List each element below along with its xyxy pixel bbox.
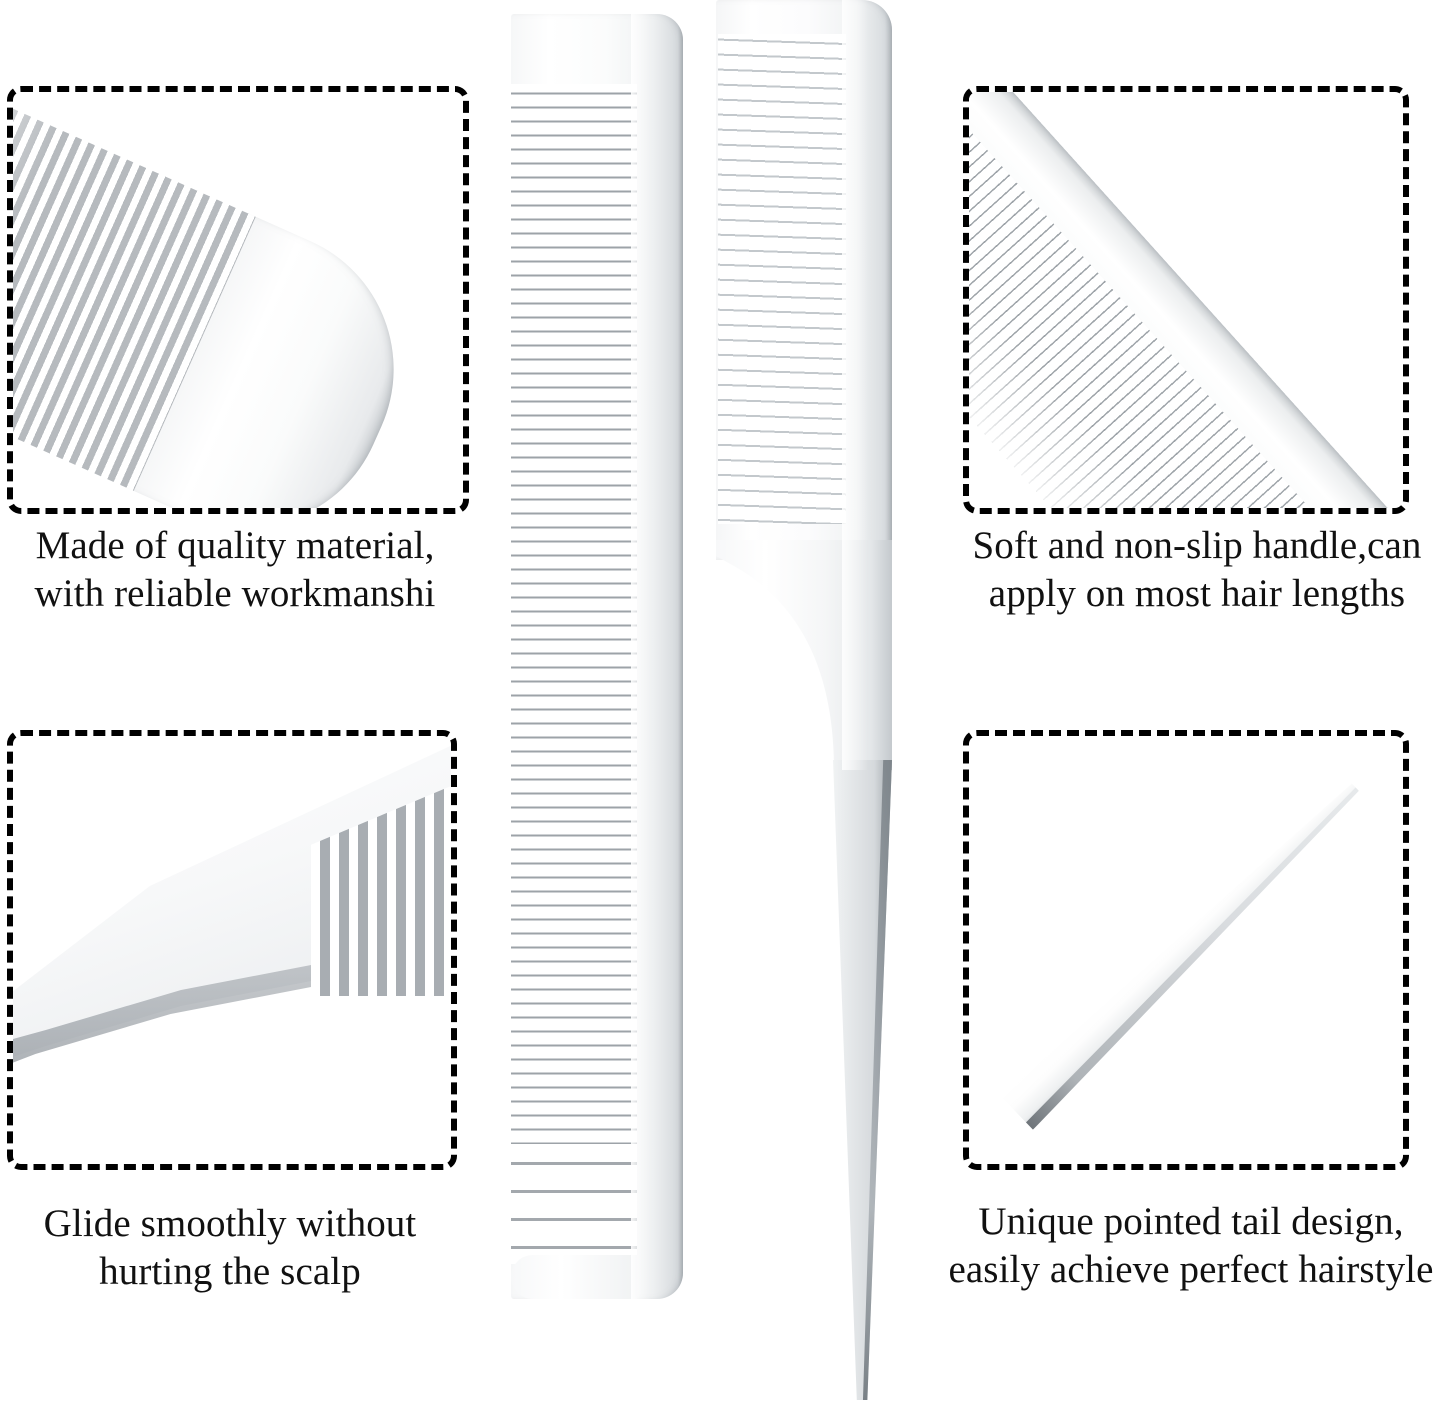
caption-bottom-left: Glide smoothly without hurting the scalp [0, 1200, 460, 1295]
caption-line: easily achieve perfect hairstyle [948, 1247, 1434, 1291]
caption-line: Made of quality material, [35, 524, 435, 567]
detail-panel-top-left [7, 86, 469, 514]
comb-shoulder [716, 540, 892, 770]
caption-line: Glide smoothly without [43, 1202, 417, 1245]
caption-line: Soft and non-slip handle,can [972, 524, 1422, 567]
comb-graphic [13, 736, 451, 1164]
detail-panel-bottom-right [963, 730, 1409, 1170]
comb-graphic [969, 92, 1403, 508]
pointed-tail-tip-closeup-image [969, 736, 1403, 1164]
caption-top-left: Made of quality material, with reliable … [0, 522, 470, 617]
caption-line: with reliable workmanshi [34, 571, 436, 615]
caption-line: Unique pointed tail design, [978, 1200, 1404, 1243]
caption-line: apply on most hair lengths [988, 571, 1406, 615]
caption-line: hurting the scalp [99, 1249, 361, 1293]
detail-panel-top-right [963, 86, 1409, 514]
detail-panel-bottom-left [7, 730, 457, 1170]
comb-pointed-tail [833, 760, 892, 1400]
comb-fine-teeth [511, 84, 637, 1144]
comb-tail [1001, 770, 1371, 1130]
fine-tooth-section-closeup-image [969, 92, 1403, 508]
comb-teeth [718, 34, 846, 524]
product-pintail-comb [716, 0, 916, 1400]
comb-graphic [13, 92, 463, 508]
caption-top-right: Soft and non-slip handle,can apply on mo… [940, 522, 1454, 617]
comb-wide-teeth [511, 1144, 637, 1264]
comb-bottom-tip [511, 1255, 637, 1299]
comb-teeth-closeup-image [13, 92, 463, 508]
product-cutting-comb [511, 14, 683, 1299]
caption-bottom-right: Unique pointed tail design, easily achie… [928, 1198, 1454, 1293]
tapered-tail-curve-closeup-image [13, 736, 451, 1164]
